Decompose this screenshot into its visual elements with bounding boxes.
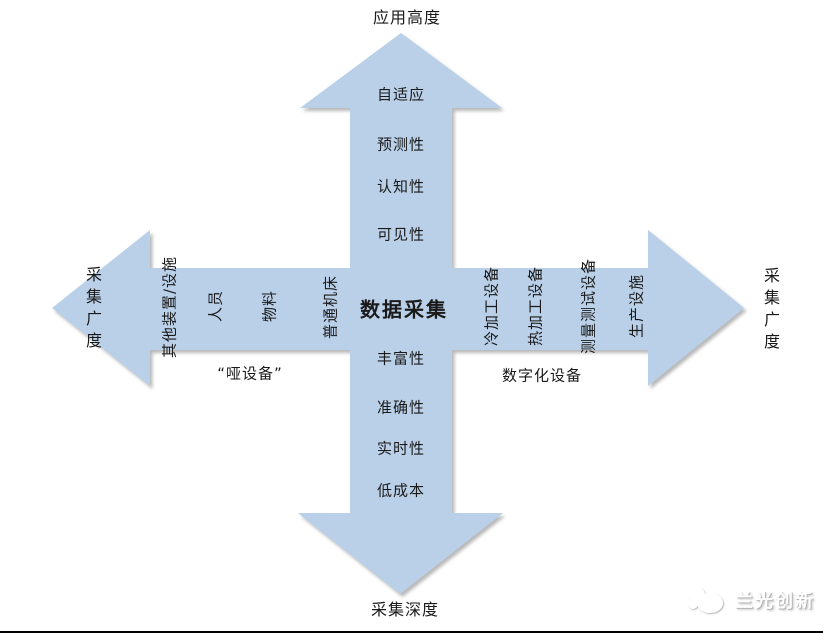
footer-divider xyxy=(0,631,823,633)
axis-label-collection-depth: 采集深度 xyxy=(370,600,440,619)
category-label-dumb-devices: “哑设备” xyxy=(217,364,283,383)
brand-logo: 兰光创新 xyxy=(685,584,815,616)
up-item-cognitive: 认知性 xyxy=(376,177,426,196)
down-item-realtime: 实时性 xyxy=(376,439,426,458)
right-item-hot-processing: 热加工设备 xyxy=(526,265,545,347)
left-item-personnel: 人员 xyxy=(206,289,225,323)
cross-arrow-shape xyxy=(52,33,744,594)
left-item-materials: 物料 xyxy=(260,289,279,323)
up-item-adaptive: 自适应 xyxy=(376,85,426,104)
cloud-icon xyxy=(688,587,723,613)
category-label-digital-devices: 数字化设备 xyxy=(501,366,583,385)
left-item-other-devices: 其他装置/设施 xyxy=(160,255,179,359)
down-item-richness: 丰富性 xyxy=(376,349,426,368)
axis-label-collection-breadth-right: 采集广度 xyxy=(761,267,780,355)
right-item-production-facility: 生产设施 xyxy=(627,273,646,339)
axis-label-collection-breadth-left: 采集广度 xyxy=(83,266,102,354)
right-item-cold-processing: 冷加工设备 xyxy=(482,265,501,347)
right-item-measurement-test: 测量测试设备 xyxy=(579,257,598,355)
center-label-data-collection: 数据采集 xyxy=(360,297,448,322)
up-item-predictive: 预测性 xyxy=(376,135,426,154)
down-item-accuracy: 准确性 xyxy=(376,398,426,417)
brand-logo-text: 兰光创新 xyxy=(735,591,815,612)
down-item-lowcost: 低成本 xyxy=(376,481,426,500)
left-item-ordinary-machine: 普通机床 xyxy=(321,274,340,340)
up-item-visible: 可见性 xyxy=(376,225,426,244)
axis-label-application-height: 应用高度 xyxy=(372,8,442,27)
